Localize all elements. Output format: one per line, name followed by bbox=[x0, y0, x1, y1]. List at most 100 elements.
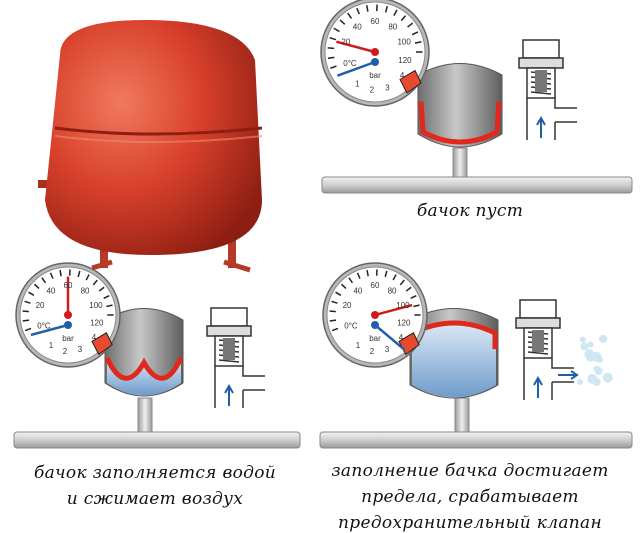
needle-hub-blue bbox=[371, 321, 379, 329]
needle-hub-red bbox=[371, 311, 379, 319]
red-expansion-tank bbox=[38, 20, 263, 273]
pressure-needle bbox=[374, 324, 406, 351]
gauge-tick bbox=[339, 19, 346, 25]
grey-expansion-tank bbox=[417, 63, 503, 148]
gauge-tick bbox=[33, 283, 40, 289]
caption-line: бачок заполняется водой bbox=[33, 463, 277, 483]
flow-arrow-up bbox=[224, 383, 234, 406]
gauge-tick bbox=[331, 327, 339, 332]
horizontal-pipe bbox=[319, 431, 633, 449]
temp-label: 20 bbox=[36, 301, 45, 310]
caption-full: заполнение бачка достигает предела, сраб… bbox=[310, 458, 630, 533]
unit-label: bar bbox=[369, 334, 381, 343]
gauge-tick bbox=[85, 274, 90, 281]
caption-empty: бачок пуст bbox=[400, 198, 540, 224]
temp-label: 120 bbox=[397, 319, 411, 328]
gauge-tick bbox=[335, 291, 342, 296]
valve-spring bbox=[527, 351, 549, 355]
water-spray bbox=[599, 334, 608, 343]
membrane bbox=[104, 356, 184, 381]
water-spray bbox=[586, 353, 595, 362]
valve-body bbox=[214, 366, 265, 408]
water bbox=[412, 323, 496, 397]
water-spray bbox=[587, 341, 594, 348]
gauge-tick bbox=[329, 319, 337, 322]
water bbox=[107, 357, 181, 395]
valve-stem bbox=[532, 330, 544, 352]
temp-label: 20 bbox=[343, 301, 352, 310]
temp-label: 40 bbox=[46, 287, 55, 296]
water-spray bbox=[579, 336, 586, 343]
valve-cap bbox=[210, 307, 248, 327]
temp-label: 80 bbox=[388, 23, 397, 32]
temp-label: 100 bbox=[397, 37, 411, 46]
horizontal-pipe bbox=[321, 176, 633, 194]
gauge-tick bbox=[340, 283, 347, 289]
temp-label: 100 bbox=[396, 301, 410, 310]
gauge-tick bbox=[356, 7, 361, 15]
gauge-tick bbox=[327, 47, 335, 50]
gauge-tick bbox=[399, 279, 405, 286]
safety-valve bbox=[515, 299, 613, 400]
temp-label: 20 bbox=[341, 37, 350, 46]
gauge-tick bbox=[92, 279, 98, 286]
water-spray bbox=[602, 372, 613, 383]
gauge-tick bbox=[98, 286, 105, 292]
pressure-red-zone bbox=[91, 332, 113, 356]
gauge-tick bbox=[59, 269, 62, 277]
pressure-label: 2 bbox=[63, 347, 68, 356]
temp-label: 60 bbox=[371, 17, 380, 26]
pressure-red-zone bbox=[399, 69, 422, 94]
water-spray bbox=[593, 365, 600, 372]
gauge-tick bbox=[49, 272, 54, 279]
gauge-tick bbox=[414, 40, 422, 44]
gauge-tick bbox=[28, 291, 35, 296]
gauge-tick bbox=[347, 12, 353, 19]
valve-cap bbox=[519, 299, 557, 319]
gauge-tick bbox=[392, 274, 397, 281]
water-spray bbox=[587, 373, 598, 384]
zero-label: 0°C bbox=[343, 59, 357, 68]
zero-label: 0°C bbox=[344, 322, 358, 331]
pressure-label: 3 bbox=[385, 84, 390, 93]
water-spray bbox=[580, 342, 589, 351]
temp-label: 40 bbox=[353, 287, 362, 296]
unit-label: bar bbox=[369, 71, 381, 80]
valve-spring bbox=[218, 359, 240, 363]
gauge-tick bbox=[103, 295, 110, 300]
gauge-tick bbox=[366, 269, 369, 277]
grey-expansion-tank bbox=[104, 308, 184, 397]
valve-spring bbox=[530, 91, 552, 95]
gauge-tick bbox=[333, 27, 340, 33]
needle-hub-red bbox=[64, 311, 72, 319]
caption-line: заполнение бачка достигает bbox=[331, 461, 609, 481]
gauge-tick bbox=[393, 9, 398, 16]
needle-hub-blue bbox=[64, 321, 72, 329]
valve-stem bbox=[535, 70, 547, 92]
valve-cap bbox=[522, 39, 560, 59]
temp-label: 80 bbox=[81, 287, 90, 296]
gauge-tick bbox=[400, 15, 407, 22]
temp-label: 60 bbox=[64, 281, 73, 290]
gauge-tick bbox=[331, 300, 338, 304]
gauge-tick bbox=[77, 270, 81, 278]
valve-body bbox=[523, 358, 574, 400]
temp-label: 40 bbox=[353, 23, 362, 32]
flow-arrow-out bbox=[558, 370, 579, 380]
gauge-tick bbox=[405, 286, 412, 292]
needle-hub-blue bbox=[371, 58, 379, 66]
gauge-tick bbox=[24, 327, 32, 332]
gauge-tick bbox=[22, 310, 29, 313]
tank-body bbox=[417, 63, 503, 148]
needle-hub-red bbox=[371, 48, 379, 56]
gauge-tick bbox=[411, 31, 419, 36]
temp-label: 80 bbox=[388, 287, 397, 296]
safety-valve bbox=[206, 307, 265, 408]
pressure-label: 1 bbox=[355, 79, 360, 88]
gauge-tick bbox=[106, 304, 113, 308]
pressure-needle bbox=[336, 60, 376, 77]
valve-collar bbox=[206, 325, 252, 337]
flow-arrow-up bbox=[536, 115, 546, 138]
unit-label: bar bbox=[62, 334, 74, 343]
zero-label: 0°C bbox=[37, 322, 51, 331]
